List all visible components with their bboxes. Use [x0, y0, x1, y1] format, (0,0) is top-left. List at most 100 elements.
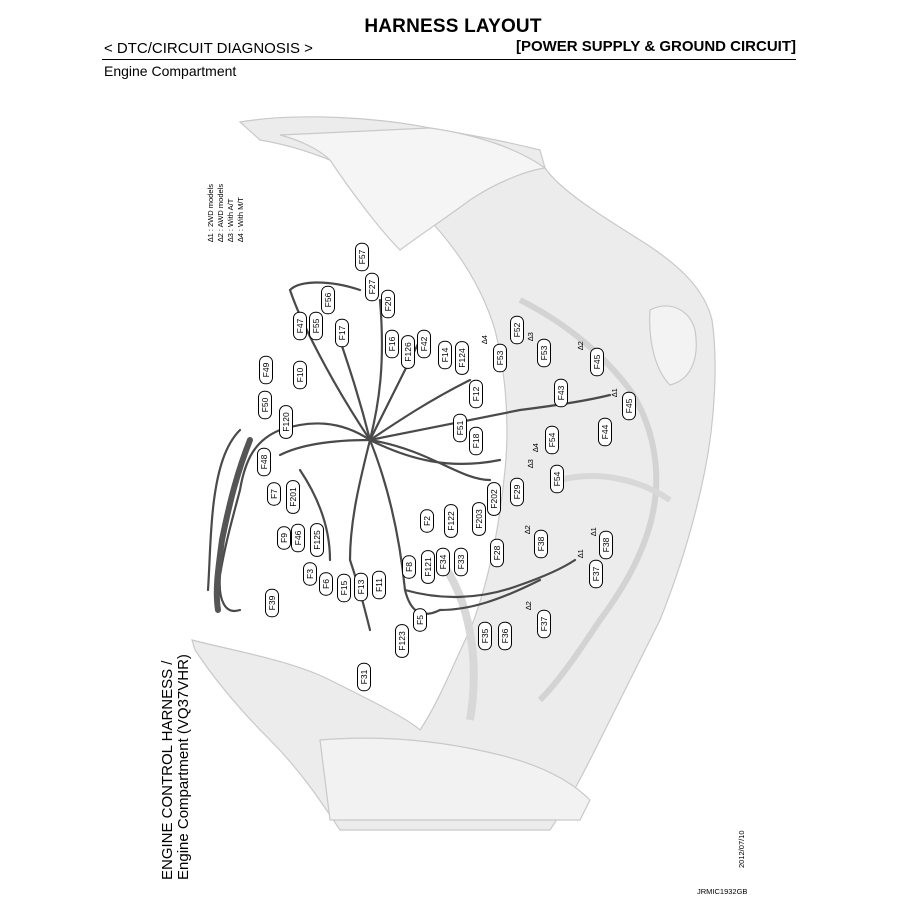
connector-label-box — [286, 480, 300, 514]
connector-label-text: F10 — [295, 367, 305, 382]
connector-label-box — [402, 555, 416, 579]
variant-marker: ∆4 — [531, 443, 540, 452]
connector-label-f5: F5 — [413, 608, 427, 632]
connector-label-f121: F121 — [421, 550, 435, 584]
connector-label-text: F52 — [512, 322, 522, 337]
variant-marker: ∆3 — [526, 332, 535, 341]
breadcrumb[interactable]: < DTC/CIRCUIT DIAGNOSIS > — [104, 40, 313, 57]
diagram-caption: ENGINE CONTROL HARNESS / Engine Compartm… — [159, 654, 192, 880]
connector-label-text: F55 — [311, 318, 321, 333]
connector-label-f44: F44 — [598, 417, 612, 447]
connector-label-f53: F53 — [537, 338, 551, 368]
connector-label-f57: F57 — [355, 242, 369, 272]
connector-label-f42: F42 — [417, 329, 431, 359]
connector-label-f49: F49 — [259, 355, 273, 385]
connector-label-f8: F8 — [402, 555, 416, 579]
vehicle-body-illustration — [191, 116, 716, 831]
connector-label-text: F53 — [539, 345, 549, 360]
connector-label-box — [598, 417, 612, 447]
connector-label-f27: F27 — [365, 272, 379, 302]
connector-label-box — [321, 285, 335, 315]
connector-label-box — [319, 572, 333, 596]
connector-label-text: F50 — [260, 397, 270, 412]
connector-label-box — [372, 570, 386, 600]
connector-label-box — [257, 447, 271, 477]
connector-label-f38: F38 — [534, 529, 548, 559]
connector-label-box — [381, 289, 395, 319]
connector-label-f43: F43 — [554, 378, 568, 408]
connector-label-f17: F17 — [335, 318, 349, 348]
connector-label-f203: F203 — [472, 502, 486, 536]
connector-label-box — [438, 340, 452, 370]
variant-marker: ∆2 — [523, 525, 532, 534]
connector-label-text: F126 — [403, 342, 413, 362]
connector-label-box — [436, 547, 450, 577]
connector-label-text: F9 — [279, 533, 289, 543]
legend-item-4: ∆4 : With M/T — [236, 197, 245, 242]
connector-label-text: F6 — [321, 579, 331, 589]
connector-label-text: F42 — [419, 336, 429, 351]
connector-label-box — [277, 526, 291, 550]
connector-label-text: F12 — [471, 386, 481, 401]
connector-label-box — [550, 464, 564, 494]
connector-label-f122: F122 — [444, 504, 458, 538]
connector-label-text: F38 — [601, 537, 611, 552]
connector-label-box — [401, 335, 415, 369]
legend-item-2: ∆2 : AWD models — [216, 184, 225, 242]
connector-label-box — [354, 572, 368, 602]
connector-label-text: F13 — [356, 579, 366, 594]
legend-item-3: ∆3 : With A/T — [226, 198, 235, 242]
connector-label-f51: F51 — [453, 413, 467, 443]
connector-label-f20: F20 — [381, 289, 395, 319]
connector-label-box — [545, 425, 559, 455]
connector-label-text: F11 — [374, 578, 384, 592]
connector-label-box — [469, 379, 483, 409]
connector-label-text: F46 — [293, 530, 303, 545]
connector-label-f124: F124 — [455, 341, 469, 375]
section-subtitle: Engine Compartment — [104, 63, 237, 79]
connector-label-box — [454, 547, 468, 577]
variant-marker: ∆2 — [524, 601, 533, 610]
connector-label-box — [385, 329, 399, 359]
connector-label-text: F8 — [404, 562, 414, 572]
connector-label-f54: F54 — [545, 425, 559, 455]
connector-label-box — [589, 559, 603, 589]
connector-label-text: F49 — [261, 362, 271, 377]
connector-label-box — [490, 538, 504, 568]
connector-label-box — [590, 347, 604, 377]
connector-label-f120: F120 — [279, 405, 293, 439]
connector-label-box — [335, 318, 349, 348]
connector-label-text: F35 — [480, 628, 490, 643]
connector-label-f33: F33 — [454, 547, 468, 577]
connector-label-text: F34 — [438, 554, 448, 569]
connector-label-text: F28 — [492, 545, 502, 560]
connector-label-text: F29 — [512, 484, 522, 499]
connector-label-text: F44 — [600, 424, 610, 439]
connector-label-text: F17 — [337, 325, 347, 340]
connector-label-text: F54 — [547, 432, 557, 447]
connector-label-box — [444, 504, 458, 538]
connector-label-f12: F12 — [469, 379, 483, 409]
connector-label-f126: F126 — [401, 335, 415, 369]
variant-markers: ∆4∆3∆2∆1∆4∆3∆2∆1∆1∆2 — [480, 332, 619, 610]
connector-label-f55: F55 — [309, 311, 323, 341]
connector-label-box — [267, 482, 281, 506]
variant-marker: ∆4 — [480, 335, 489, 344]
connector-label-f53: F53 — [493, 343, 507, 373]
connector-label-f45: F45 — [622, 391, 636, 421]
connector-label-box — [309, 311, 323, 341]
connector-label-f18: F18 — [469, 426, 483, 456]
connector-label-text: F56 — [323, 292, 333, 307]
connector-label-text: F33 — [456, 554, 466, 569]
connector-label-box — [303, 562, 317, 586]
connector-label-f35: F35 — [478, 621, 492, 651]
connector-label-text: F201 — [288, 487, 298, 507]
page-title: HARNESS LAYOUT — [364, 16, 542, 37]
connector-label-box — [510, 315, 524, 345]
connector-label-f46: F46 — [291, 523, 305, 553]
connector-label-box — [258, 390, 272, 420]
legend-item-1: ∆1 : 2WD models — [206, 184, 215, 242]
wiring-harness — [206, 281, 612, 632]
